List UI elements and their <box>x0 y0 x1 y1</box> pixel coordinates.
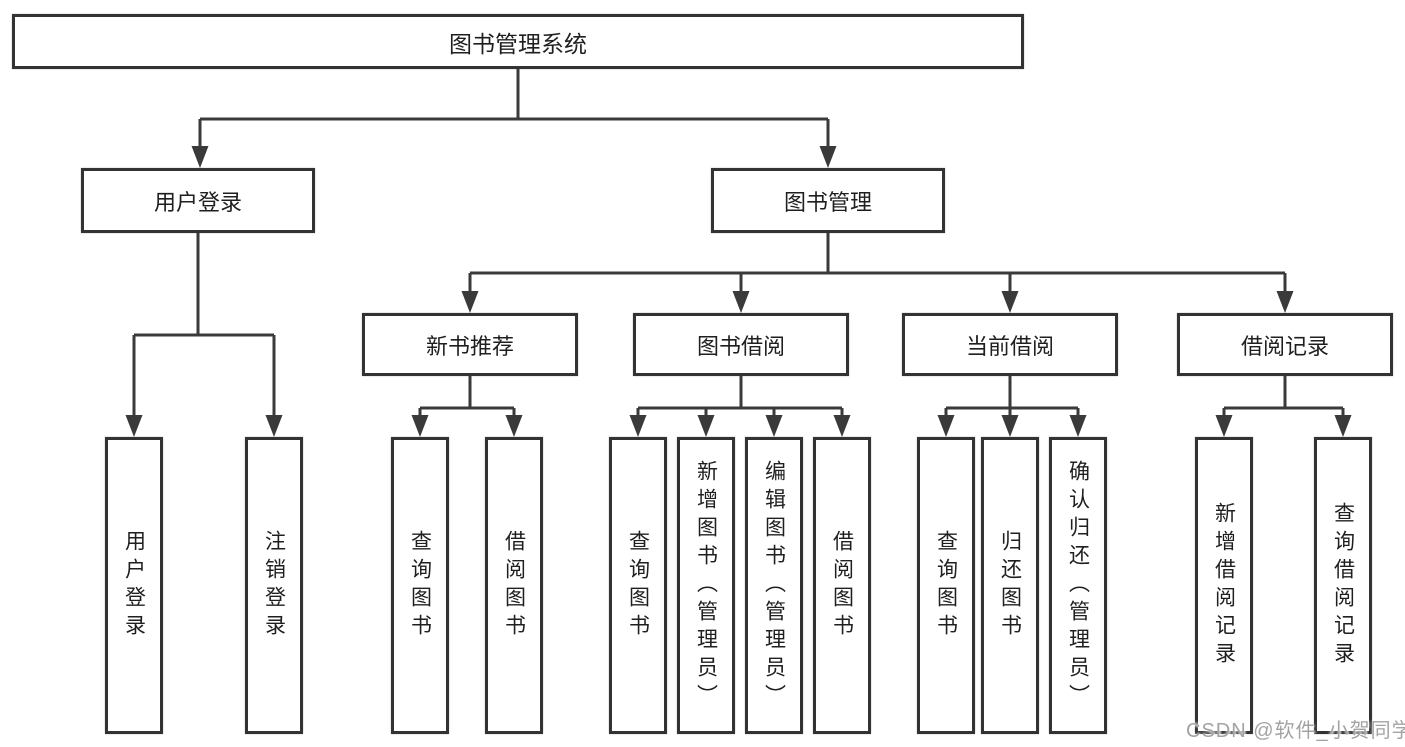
node-new-book-recommend: 新书推荐 <box>362 313 578 376</box>
leaf-query-borrow-record: 查询借阅记录 <box>1314 437 1372 734</box>
leaf-return-books: 归还图书 <box>981 437 1039 734</box>
arrowhead-icon <box>937 415 1087 437</box>
node-library-system: 图书管理系统 <box>12 14 1024 69</box>
leaf-edit-books-admin: 编辑图书（管理员） <box>745 437 803 734</box>
arrowhead-icon <box>125 415 283 437</box>
connector-book-mgmt-to-level3 <box>461 232 1294 313</box>
connector-root-to-level2 <box>191 69 837 168</box>
leaf-add-books-admin: 新增图书（管理员） <box>677 437 735 734</box>
node-current-borrow: 当前借阅 <box>902 313 1118 376</box>
leaf-borrow-books: 借阅图书 <box>813 437 871 734</box>
leaf-borrow-books-recommend: 借阅图书 <box>485 437 543 734</box>
leaf-add-borrow-record: 新增借阅记录 <box>1195 437 1253 734</box>
node-book-management: 图书管理 <box>711 168 945 233</box>
leaf-confirm-return-admin: 确认归还（管理员） <box>1049 437 1107 734</box>
arrowhead-icon <box>629 415 851 437</box>
connector-new-book-to-leaves <box>411 376 523 437</box>
arrowhead-icon <box>191 146 837 168</box>
node-borrow-records: 借阅记录 <box>1177 313 1393 376</box>
connector-current-borrow-to-leaves <box>937 376 1087 437</box>
node-user-login: 用户登录 <box>81 168 315 233</box>
arrowhead-icon <box>1215 415 1352 437</box>
watermark: CSDN @软件_小贺同学 <box>1186 720 1405 742</box>
arrowhead-icon <box>411 415 523 437</box>
connector-book-borrow-to-leaves <box>629 376 851 437</box>
node-book-borrow: 图书借阅 <box>633 313 849 376</box>
leaf-query-books-recommend: 查询图书 <box>391 437 449 734</box>
leaf-query-books-borrow: 查询图书 <box>609 437 667 734</box>
arrowhead-icon <box>461 291 1294 313</box>
connector-borrow-records-to-leaves <box>1215 376 1352 437</box>
connector-user-login-to-leaves <box>125 232 283 437</box>
leaf-logout: 注销登录 <box>245 437 303 734</box>
leaf-user-login: 用户登录 <box>105 437 163 734</box>
leaf-query-books-current: 查询图书 <box>917 437 975 734</box>
